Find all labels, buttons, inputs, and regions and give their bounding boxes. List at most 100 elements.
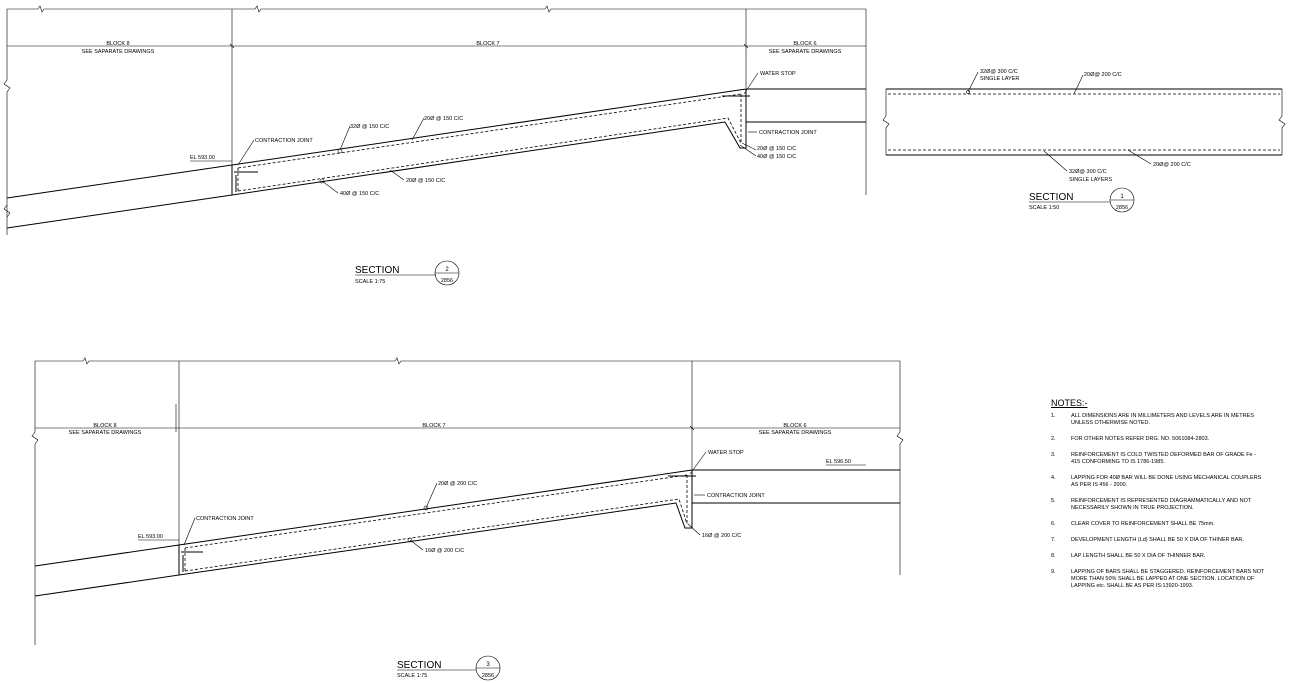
el-label: EL 593.00 — [190, 155, 215, 161]
section-number: 2 — [445, 267, 449, 273]
section-scale: SCALE 1:75 — [355, 279, 385, 285]
leader — [1127, 149, 1152, 165]
bar-note: SINGLE LAYER — [980, 76, 1019, 82]
section-scale: SCALE 1:50 — [1029, 205, 1059, 211]
section-title: SECTION — [397, 660, 441, 671]
section-3: BLOCK 8 SEE SAPARATE DRAWINGS BLOCK 7 BL… — [31, 357, 904, 681]
section-title: SECTION — [355, 265, 399, 276]
sheet-number: 2856 — [1116, 205, 1128, 211]
notes-block: NOTES:- 1. ALL DIMENSIONS ARE IN MILLIMET… — [1051, 398, 1266, 599]
note-item: 2. FOR OTHER NOTES REFER DRG. NO. 5061084… — [1051, 436, 1266, 443]
note-item: 6. CLEAR COVER TO REINFORCEMENT SHALL BE … — [1051, 521, 1266, 528]
bar-label: 40Ø @ 150 C/C — [757, 154, 796, 160]
note-number: 6. — [1051, 521, 1056, 527]
leader — [237, 139, 255, 166]
bar-label: 32Ø @ 150 C/C — [350, 124, 389, 130]
ground-line — [6, 164, 233, 199]
note-number: 8. — [1051, 553, 1056, 559]
el-label: EL 596.50 — [826, 459, 851, 465]
note-number: 7. — [1051, 537, 1056, 543]
ground-line — [34, 574, 180, 597]
bar-label: 20Ø @ 150 C/C — [406, 178, 445, 184]
leader — [321, 180, 339, 194]
note-item: 9.LAPPING OF BARS SHALL BE STAGGERED. RE… — [1051, 569, 1266, 590]
bar-label: 32Ø@ 300 C/C — [1069, 169, 1107, 175]
tick — [689, 425, 695, 431]
bar-note: SINGLE LAYERS — [1069, 177, 1112, 183]
slab-bottom — [178, 502, 900, 576]
note-item: 3.REINFORCEMENT IS COLD TWISTED DEFORMED… — [1051, 452, 1266, 466]
bar-marker — [407, 537, 413, 543]
left-edge — [3, 9, 11, 235]
leader — [689, 451, 707, 475]
bar-label: 20Ø@ 200 C/C — [1084, 72, 1122, 78]
bar-marker — [337, 148, 343, 154]
bar-label: 20Ø @ 200 C/C — [438, 481, 477, 487]
note-number: 4. — [1051, 475, 1056, 481]
note-number: 9. — [1051, 569, 1056, 575]
leader — [339, 125, 351, 151]
note-text: REINFORCEMENT IS COLD TWISTED DEFORMED B… — [1071, 452, 1256, 465]
leader — [739, 144, 757, 157]
bar-label: 20Ø@ 200 C/C — [1153, 162, 1191, 168]
block-6-note: SEE SAPARATE DRAWINGS — [759, 430, 832, 436]
note-number: 2. — [1051, 436, 1056, 442]
leader — [183, 517, 196, 546]
right-edge — [896, 361, 904, 575]
bar-marker — [966, 90, 970, 94]
note-item: 7. DEVELOPMENT LENGTH (Ld) SHALL BE 50 X … — [1051, 537, 1266, 544]
leader — [1073, 74, 1084, 95]
section-scale: SCALE 1:75 — [397, 673, 427, 679]
contraction-joint-label: CONTRACTION JOINT — [196, 516, 254, 522]
bar-marker — [423, 505, 429, 511]
block-7-label: BLOCK 7 — [476, 41, 499, 47]
note-item: 8.LAP LENGTH SHALL BE 50 X DIA OF THINNE… — [1051, 553, 1266, 560]
notes-title: NOTES:- — [1051, 398, 1088, 408]
rebar-top — [184, 474, 688, 549]
note-text: CLEAR COVER TO REINFORCEMENT SHALL BE 75… — [1071, 521, 1215, 527]
leader — [411, 117, 425, 141]
bar-label: 32Ø@ 300 C/C — [980, 69, 1018, 75]
section-title: SECTION — [1029, 192, 1073, 203]
water-stop-label: WATER STOP — [760, 71, 796, 77]
bar-label: 40Ø @ 150 C/C — [340, 191, 379, 197]
bar-marker — [319, 178, 325, 184]
bar-label: 20Ø @ 150 C/C — [757, 146, 796, 152]
block-6-label: BLOCK 6 — [793, 41, 816, 47]
rebar-bottom — [184, 498, 688, 572]
ground-line — [6, 194, 233, 229]
note-text: REINFORCEMENT IS REPRESENTED DIAGRAMMATI… — [1071, 498, 1252, 511]
block-7-label: BLOCK 7 — [422, 423, 445, 429]
section-2: BLOCK 8 SEE SAPARATE DRAWINGS BLOCK 7 BL… — [3, 5, 867, 286]
rebar-bottom — [237, 117, 742, 192]
leader — [389, 169, 405, 181]
leader — [743, 72, 759, 95]
section-1: 32Ø@ 300 C/C SINGLE LAYER 20Ø@ 200 C/C 3… — [882, 69, 1286, 213]
break-mark — [882, 89, 890, 155]
leader — [409, 539, 424, 551]
block-8-label: BLOCK 8 — [106, 41, 129, 47]
leader — [1043, 150, 1068, 172]
break-line-top — [7, 5, 866, 13]
note-number: 1. — [1051, 413, 1056, 419]
leader — [741, 142, 757, 151]
block-8-label: BLOCK 8 — [93, 423, 116, 429]
block-8-note: SEE SAPARATE DRAWINGS — [82, 49, 155, 55]
sheet-number: 2856 — [482, 673, 494, 679]
note-text: ALL DIMENSIONS ARE IN MILLIMETERS AND LE… — [1071, 413, 1254, 426]
block-8-note: SEE SAPARATE DRAWINGS — [69, 430, 142, 436]
note-text: LAPPING FOR 40Ø BAR WILL BE DONE USING M… — [1071, 475, 1262, 488]
note-text: DEVELOPMENT LENGTH (Ld) SHALL BE 50 X DI… — [1071, 537, 1244, 543]
leader — [425, 482, 438, 509]
note-text: FOR OTHER NOTES REFER DRG. NO. 5061084-2… — [1071, 436, 1210, 442]
note-number: 5. — [1051, 498, 1056, 504]
tick — [743, 43, 749, 49]
section-number: 3 — [486, 662, 490, 668]
bar-label: 20Ø @ 150 C/C — [424, 116, 463, 122]
leader — [687, 523, 701, 536]
contraction-joint-label: CONTRACTION JOINT — [707, 493, 765, 499]
tick — [229, 43, 235, 49]
slab-bottom — [231, 121, 866, 196]
left-edge — [31, 361, 39, 645]
